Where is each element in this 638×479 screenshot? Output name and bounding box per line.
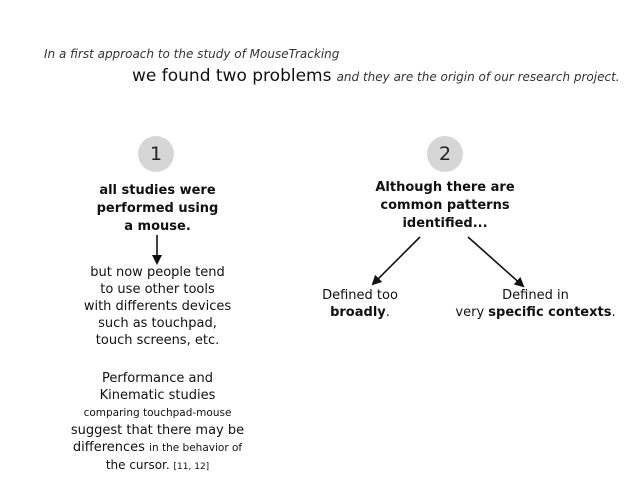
problem-2-text: Although there are common patterns ident… (355, 179, 535, 233)
problem-1-followup: but now people tend to use other tools w… (70, 264, 245, 349)
studies-line: comparing touchpad-mouse (83, 407, 232, 419)
branch-broadly-keyword: broadly (330, 305, 386, 320)
problem-2-line: common patterns (380, 198, 510, 213)
branch-broadly-line: broadly. (300, 304, 420, 321)
branch-broadly-line: Defined too (322, 288, 398, 303)
followup-line: such as touchpad, (98, 316, 217, 331)
followup-line: to use other tools (100, 282, 215, 297)
studies-line: Performance and (102, 371, 213, 386)
studies-reference: [11, 12] (173, 462, 210, 472)
problem-1-number: 1 (138, 136, 174, 172)
intro-emphasis: we found two problems (132, 66, 332, 86)
intro-line-2: we found two problems and they are the o… (132, 66, 620, 86)
branch-specific-period: . (611, 305, 616, 320)
problem-1-line: performed using (96, 201, 219, 216)
problem-1-line: all studies were (99, 183, 216, 198)
intro-line-1: In a first approach to the study of Mous… (44, 47, 340, 61)
studies-cursor: the cursor. (105, 458, 170, 472)
problem-2-number: 2 (427, 136, 463, 172)
branch-specific-pre: very (455, 305, 485, 320)
arrow-to-broadly (371, 236, 421, 286)
branch-specific-line: Defined in (502, 288, 569, 303)
arrow-to-specific (467, 236, 525, 288)
branch-specific: Defined in very specific contexts. (448, 287, 623, 321)
studies-note: Performance and Kinematic studies compar… (60, 370, 255, 476)
studies-line: Kinematic studies (99, 388, 216, 403)
branch-broadly-period: . (385, 305, 390, 320)
studies-behavior: in the behavior of (149, 442, 243, 454)
problem-2-line: identified... (402, 216, 488, 231)
problem-1-line: a mouse. (124, 219, 191, 234)
studies-line: differences in the behavior of (60, 439, 255, 457)
studies-line: suggest that there may be (70, 423, 245, 438)
studies-differences: differences (72, 440, 145, 455)
followup-line: but now people tend (90, 265, 225, 280)
branch-specific-line: very specific contexts. (448, 304, 623, 321)
problem-2-line: Although there are (375, 180, 515, 195)
intro-rest: and they are the origin of our research … (336, 70, 620, 84)
followup-line: with differents devices (83, 299, 232, 314)
studies-line: the cursor. [11, 12] (60, 457, 255, 476)
problem-1-text: all studies were performed using a mouse… (70, 182, 245, 236)
branch-broadly: Defined too broadly. (300, 287, 420, 321)
followup-line: touch screens, etc. (95, 333, 220, 348)
branch-specific-keyword: specific contexts (488, 305, 612, 320)
